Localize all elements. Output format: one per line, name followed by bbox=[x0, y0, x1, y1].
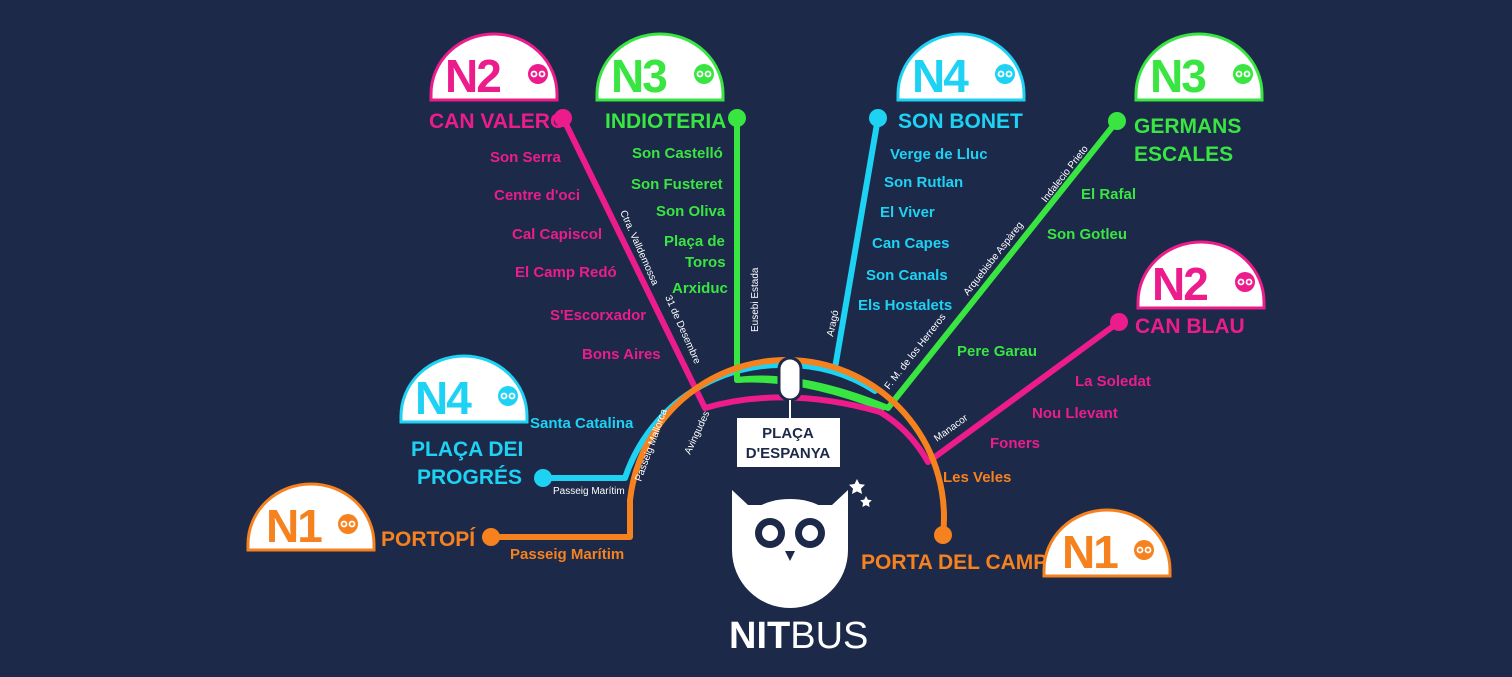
owl-icon bbox=[1235, 272, 1255, 292]
terminal-dot-indioteria[interactable] bbox=[728, 109, 746, 127]
route-lines bbox=[488, 115, 1122, 540]
stop-label[interactable]: Can Capes bbox=[872, 235, 950, 252]
badge-label: N3 bbox=[1150, 50, 1205, 102]
owl-icon bbox=[995, 64, 1015, 84]
stops-n2-can-blau: La Soledat Nou Llevant Foners bbox=[990, 373, 1151, 452]
terminal-name-porta-camp[interactable]: PORTA DEL CAMP bbox=[861, 551, 1047, 574]
route-line-n4-son-bonet bbox=[832, 115, 881, 371]
terminal-dots bbox=[482, 109, 1128, 546]
line-badge-n4-placa-progres[interactable]: N4 bbox=[399, 354, 529, 424]
terminal-name-can-valero[interactable]: CAN VALERO bbox=[429, 110, 566, 133]
stop-label[interactable]: Toros bbox=[685, 254, 726, 271]
stops-n2-can-valero: Son Serra Centre d'oci Cal Capiscol El C… bbox=[490, 149, 661, 363]
owl-icon bbox=[732, 490, 848, 608]
line-badge-n1-porta-camp[interactable]: N1 bbox=[1042, 508, 1172, 578]
stop-label[interactable]: Verge de Lluc bbox=[890, 146, 988, 163]
stop-label[interactable]: Arxiduc bbox=[672, 280, 728, 297]
route-line-n2 bbox=[560, 115, 1122, 465]
terminal-dot-can-valero[interactable] bbox=[554, 109, 572, 127]
hub-marker bbox=[777, 356, 803, 402]
terminal-name-germans-line2[interactable]: ESCALES bbox=[1134, 143, 1233, 166]
owl-icon bbox=[498, 386, 518, 406]
stop-label[interactable]: Pere Garau bbox=[957, 343, 1037, 360]
stop-label[interactable]: El Camp Redó bbox=[515, 264, 617, 281]
owl-icon bbox=[1134, 540, 1154, 560]
terminal-dot-can-blau[interactable] bbox=[1110, 313, 1128, 331]
stop-label[interactable]: La Soledat bbox=[1075, 373, 1151, 390]
stop-label[interactable]: Bons Aires bbox=[582, 346, 661, 363]
stop-label[interactable]: Passeig Marítim bbox=[510, 546, 624, 563]
street-label: Passeig Marítim bbox=[553, 486, 625, 497]
stop-label[interactable]: Son Canals bbox=[866, 267, 948, 284]
hub-placa-espanya[interactable]: PLAÇA D'ESPANYA bbox=[737, 356, 840, 467]
terminal-name-indioteria[interactable]: INDIOTERIA bbox=[605, 110, 726, 133]
badge-label: N3 bbox=[611, 50, 666, 102]
stop-label[interactable]: El Viver bbox=[880, 204, 935, 221]
stop-label[interactable]: Son Serra bbox=[490, 149, 562, 166]
line-badge-n2-can-valero[interactable]: N2 bbox=[429, 32, 559, 102]
line-badge-n4-son-bonet[interactable]: N4 bbox=[896, 32, 1026, 102]
route-line-n3-germans bbox=[734, 118, 1120, 411]
terminal-dot-germans-escales[interactable] bbox=[1108, 112, 1126, 130]
line-badge-n3-germans-escales[interactable]: N3 bbox=[1134, 32, 1264, 102]
stops-n3-indioteria: Son Castelló Son Fusteret Son Oliva Plaç… bbox=[631, 145, 728, 297]
street-label: Avingudes bbox=[683, 409, 713, 456]
hub-label-line1: PLAÇA bbox=[762, 425, 814, 442]
line-badge-n1-portopi[interactable]: N1 bbox=[246, 482, 376, 552]
badge-label: N1 bbox=[266, 500, 322, 552]
owl-icon bbox=[1233, 64, 1253, 84]
hub-label-box bbox=[737, 418, 840, 467]
street-label: Manacor bbox=[932, 412, 970, 444]
terminal-name-son-bonet[interactable]: SON BONET bbox=[898, 110, 1023, 133]
stops-n4-son-bonet: Verge de Lluc Son Rutlan El Viver Can Ca… bbox=[858, 146, 988, 314]
badge-label: N1 bbox=[1062, 526, 1118, 578]
owl-icon bbox=[528, 64, 548, 84]
stop-label[interactable]: El Rafal bbox=[1081, 186, 1136, 203]
terminal-dot-son-bonet[interactable] bbox=[869, 109, 887, 127]
terminal-dot-placa-progres[interactable] bbox=[534, 469, 552, 487]
terminal-name-progres-line2[interactable]: PROGRÉS bbox=[417, 466, 522, 489]
stop-label[interactable]: Santa Catalina bbox=[530, 415, 634, 432]
owl-icon bbox=[694, 64, 714, 84]
stop-label[interactable]: Les Veles bbox=[943, 469, 1011, 486]
stop-label[interactable]: Son Castelló bbox=[632, 145, 723, 162]
terminal-name-can-blau[interactable]: CAN BLAU bbox=[1135, 315, 1245, 338]
star-icon bbox=[849, 479, 872, 507]
route-line-n1 bbox=[488, 357, 947, 540]
stop-label[interactable]: Son Rutlan bbox=[884, 174, 963, 191]
stop-label[interactable]: Cal Capiscol bbox=[512, 226, 602, 243]
street-label: Arquebisbe Aspàreg bbox=[962, 220, 1026, 298]
stop-label[interactable]: S'Escorxador bbox=[550, 307, 646, 324]
stop-label[interactable]: Nou Llevant bbox=[1032, 405, 1118, 422]
stop-label[interactable]: Son Oliva bbox=[656, 203, 726, 220]
stop-label[interactable]: Els Hostalets bbox=[858, 297, 952, 314]
terminal-name-portopi[interactable]: PORTOPÍ bbox=[381, 528, 476, 551]
badge-label: N2 bbox=[445, 50, 500, 102]
line-badge-n2-can-blau[interactable]: N2 bbox=[1136, 240, 1266, 310]
owl-icon bbox=[338, 514, 358, 534]
terminal-name-germans-line1[interactable]: GERMANS bbox=[1134, 115, 1241, 138]
stop-label[interactable]: Son Gotleu bbox=[1047, 226, 1127, 243]
brand-wordmark: NITBUS bbox=[729, 615, 868, 657]
badge-label: N2 bbox=[1152, 258, 1207, 310]
terminal-dot-porta-camp[interactable] bbox=[934, 526, 952, 544]
terminal-name-progres-line1[interactable]: PLAÇA DEI bbox=[411, 438, 523, 461]
street-label: F. M. de los Herreros bbox=[883, 312, 949, 392]
badge-label: N4 bbox=[415, 372, 472, 424]
nitbus-logo[interactable]: NITBUS bbox=[729, 479, 872, 657]
street-label: Eusebi Estada bbox=[750, 267, 761, 332]
hub-label-line2: D'ESPANYA bbox=[746, 445, 831, 462]
terminal-dot-portopi[interactable] bbox=[482, 528, 500, 546]
stop-label[interactable]: Son Fusteret bbox=[631, 176, 723, 193]
stop-label[interactable]: Plaça de bbox=[664, 233, 725, 250]
stops-n3-germans-escales: El Rafal Son Gotleu Pere Garau bbox=[957, 186, 1136, 360]
line-badge-n3-indioteria[interactable]: N3 bbox=[595, 32, 725, 102]
badge-label: N4 bbox=[912, 50, 969, 102]
stop-label[interactable]: Centre d'oci bbox=[494, 187, 580, 204]
stop-label[interactable]: Foners bbox=[990, 435, 1040, 452]
